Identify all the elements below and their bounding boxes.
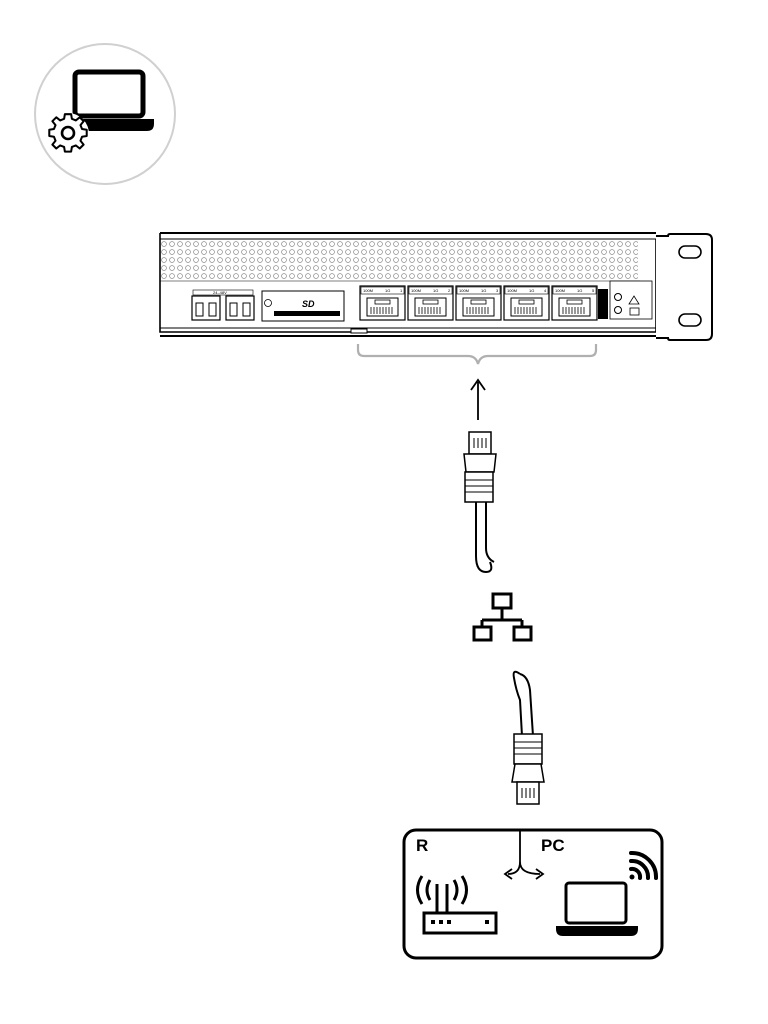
pc-label: PC xyxy=(541,836,565,855)
port-speed-label: 1G xyxy=(385,288,390,293)
rack-ear xyxy=(656,233,713,341)
ethernet-port[interactable]: 100M 1G 2 xyxy=(407,285,454,321)
rj45-connector-upper xyxy=(463,431,497,503)
port-speed-label: 1G xyxy=(433,288,438,293)
lower-cable xyxy=(511,670,545,805)
status-panel xyxy=(598,280,653,320)
port-number: 1 xyxy=(400,288,403,293)
power-label: 24–48V xyxy=(213,290,227,295)
split-arrow xyxy=(503,830,545,880)
port-number: 3 xyxy=(496,288,499,293)
ethernet-ports: 100M 1G 1 100M 1G 2 100M 1G 3 100M 1G 4 100M 1G 5 xyxy=(359,285,598,321)
port-speed-label: 1G xyxy=(577,288,582,293)
port-speed-label: 100M xyxy=(411,288,421,293)
upper-cable xyxy=(463,431,497,574)
vent-grid xyxy=(160,241,638,279)
ethernet-port[interactable]: 100M 1G 5 xyxy=(551,285,598,321)
ethernet-port[interactable]: 100M 1G 1 xyxy=(359,285,406,321)
port-speed-label: 100M xyxy=(555,288,565,293)
port-speed-label: 1G xyxy=(481,288,486,293)
port-speed-label: 100M xyxy=(507,288,517,293)
wifi-icon xyxy=(629,851,658,880)
ethernet-port[interactable]: 100M 1G 4 xyxy=(503,285,550,321)
router-label: R xyxy=(416,836,428,855)
laptop-gear-icon xyxy=(47,69,154,155)
port-number: 5 xyxy=(592,288,595,293)
sd-card-slot: SD xyxy=(261,290,345,322)
sd-label: SD xyxy=(302,299,315,309)
up-arrow xyxy=(470,378,486,420)
config-icon-badge xyxy=(34,43,176,185)
port-number: 4 xyxy=(544,288,547,293)
ethernet-port[interactable]: 100M 1G 3 xyxy=(455,285,502,321)
rj45-connector-lower xyxy=(511,733,545,805)
port-number: 2 xyxy=(448,288,451,293)
port-speed-label: 100M xyxy=(363,288,373,293)
power-terminals: 24–48V xyxy=(191,289,255,321)
network-icon xyxy=(472,592,533,642)
router-icon xyxy=(416,875,498,935)
laptop-icon xyxy=(556,881,638,936)
port-speed-label: 1G xyxy=(529,288,534,293)
port-speed-label: 100M xyxy=(459,288,469,293)
port-group-bracket xyxy=(356,344,598,365)
destination-box: R PC xyxy=(402,828,664,960)
